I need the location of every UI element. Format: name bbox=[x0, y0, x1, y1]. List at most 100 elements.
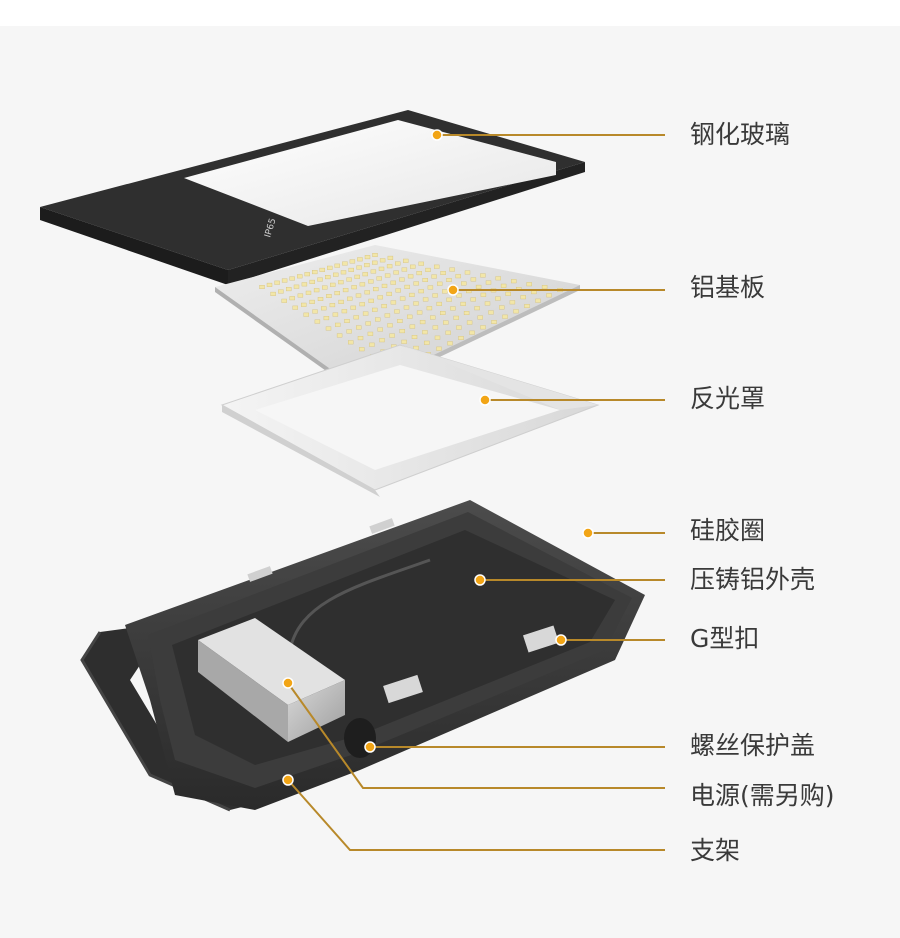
led-chip bbox=[366, 322, 371, 326]
led-chip bbox=[372, 308, 377, 312]
led-chip bbox=[447, 298, 452, 302]
led-chip bbox=[536, 299, 541, 303]
tempered-glass-panel: IP65 bbox=[40, 110, 585, 285]
led-chip bbox=[347, 330, 352, 334]
led-chip bbox=[301, 303, 306, 307]
led-chip bbox=[371, 270, 376, 274]
led-chip bbox=[379, 267, 384, 271]
led-chip bbox=[357, 266, 362, 270]
led-chip bbox=[369, 299, 374, 303]
led-chip bbox=[297, 275, 302, 279]
led-chip bbox=[333, 313, 338, 317]
led-chip bbox=[347, 278, 352, 282]
led-chip bbox=[467, 321, 472, 325]
led-chip bbox=[391, 301, 396, 305]
led-chip bbox=[424, 341, 429, 345]
led-chip bbox=[363, 312, 368, 316]
led-chip bbox=[315, 320, 320, 324]
led-chip bbox=[464, 311, 469, 315]
led-chip bbox=[343, 288, 348, 292]
led-chip bbox=[442, 290, 447, 294]
led-chip bbox=[330, 283, 335, 287]
led-chip bbox=[335, 291, 340, 295]
led-chip bbox=[414, 302, 419, 306]
led-chip bbox=[433, 326, 438, 330]
led-chip bbox=[368, 332, 373, 336]
label-bracket: 支架 bbox=[690, 836, 740, 866]
led-chip bbox=[286, 287, 291, 291]
led-chip bbox=[359, 347, 364, 351]
led-chip bbox=[375, 318, 380, 322]
led-chip bbox=[495, 297, 500, 301]
led-chip bbox=[391, 281, 396, 285]
led-chip bbox=[380, 338, 385, 342]
led-chip bbox=[450, 268, 455, 272]
led-chip bbox=[403, 259, 408, 263]
led-chip bbox=[350, 260, 355, 264]
led-chip bbox=[457, 294, 462, 298]
led-chip bbox=[480, 274, 485, 278]
led-chip bbox=[422, 330, 427, 334]
led-chip bbox=[407, 315, 412, 319]
led-chip bbox=[547, 294, 552, 298]
led-chip bbox=[357, 258, 362, 262]
led-chip bbox=[338, 280, 343, 284]
led-chip bbox=[402, 268, 407, 272]
marker-dot-aluminum-substrate bbox=[448, 285, 458, 295]
led-chip bbox=[503, 315, 508, 319]
led-chip bbox=[358, 336, 363, 340]
led-chip bbox=[349, 268, 354, 272]
led-chip bbox=[476, 285, 481, 289]
led-chip bbox=[437, 302, 442, 306]
led-chip bbox=[378, 296, 383, 300]
label-tempered-glass: 钢化玻璃 bbox=[690, 120, 790, 150]
label-aluminum-substrate: 铝基板 bbox=[690, 273, 765, 303]
led-chip bbox=[260, 285, 265, 289]
marker-dot-silicone-ring bbox=[583, 528, 593, 538]
led-chip bbox=[302, 283, 307, 287]
led-chip bbox=[275, 281, 280, 285]
led-chip bbox=[365, 255, 370, 259]
led-chip bbox=[419, 262, 424, 266]
led-chip bbox=[348, 341, 353, 345]
led-chip bbox=[326, 327, 331, 331]
led-chip bbox=[447, 278, 452, 282]
led-chip bbox=[306, 291, 311, 295]
led-chip bbox=[355, 275, 360, 279]
marker-dot-g-clip bbox=[556, 635, 566, 645]
led-chip bbox=[373, 287, 378, 291]
led-chip bbox=[318, 297, 323, 301]
led-chip bbox=[435, 336, 440, 340]
led-chip bbox=[365, 291, 370, 295]
led-chip bbox=[521, 295, 526, 299]
label-silicone-ring: 硅胶圈 bbox=[690, 516, 765, 546]
led-chip bbox=[456, 274, 461, 278]
led-chip bbox=[378, 328, 383, 332]
reflector-frame bbox=[222, 345, 598, 497]
led-chip bbox=[351, 306, 356, 310]
marker-dot-reflector bbox=[480, 395, 490, 405]
led-chip bbox=[388, 324, 393, 328]
led-chip bbox=[499, 306, 504, 310]
led-chip bbox=[426, 268, 431, 272]
led-chip bbox=[385, 274, 390, 278]
led-chip bbox=[496, 277, 501, 281]
led-chip bbox=[441, 271, 446, 275]
led-chip bbox=[380, 259, 385, 263]
led-chip bbox=[352, 285, 357, 289]
led-chip bbox=[382, 304, 387, 308]
led-chip bbox=[432, 275, 437, 279]
led-chip bbox=[408, 275, 413, 279]
label-power-supply: 电源(需另购) bbox=[690, 781, 835, 811]
led-chip bbox=[347, 297, 352, 301]
led-chip bbox=[356, 326, 361, 330]
led-chip bbox=[402, 340, 407, 344]
led-chip bbox=[454, 316, 459, 320]
led-chip bbox=[481, 293, 486, 297]
led-chip bbox=[304, 313, 309, 317]
led-chip bbox=[506, 292, 511, 296]
led-chip bbox=[290, 296, 295, 300]
led-chip bbox=[489, 311, 494, 315]
led-chip bbox=[326, 294, 331, 298]
